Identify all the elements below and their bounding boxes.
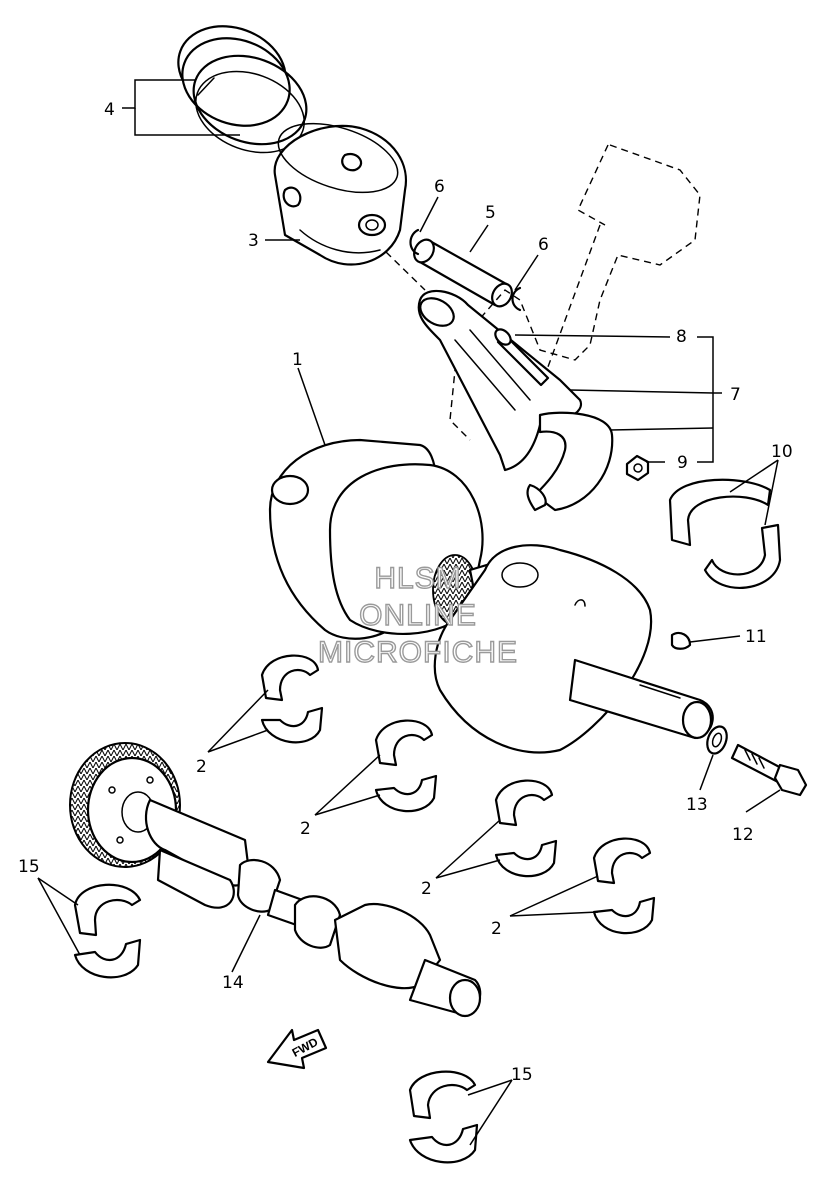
callout-7: 7 [730,385,741,405]
piston-pin-clip-left [409,228,420,256]
watermark-line-2: ONLINE [359,599,477,632]
main-bearing-pair-3 [494,779,558,878]
crankpin-bearing-pair [668,478,782,589]
callout-3: 3 [248,231,259,251]
balancer-shaft [69,742,482,1018]
callout-10: 10 [771,442,793,462]
washer [706,725,728,755]
callout-2-fourth: 2 [491,919,502,939]
main-bearing-pair-4 [592,837,656,935]
rod-nut [625,454,650,482]
watermark-line-3: MICROFICHE [318,636,518,669]
main-bearing-pair-1 [260,654,324,744]
crank-end-bolt [730,743,808,797]
balancer-bearing-pair-1 [73,883,142,979]
callout-2-first: 2 [196,757,207,777]
rod-bolt [494,328,550,387]
callout-11: 11 [745,627,767,647]
woodruff-key [670,631,692,650]
callout-4: 4 [104,100,115,120]
callout-13: 13 [686,795,708,815]
watermark-line-1: HLSM [374,562,461,595]
callout-12: 12 [732,825,754,845]
callout-14: 14 [222,973,244,993]
callout-6-upper: 6 [434,177,445,197]
watermark: HLSM ONLINE MICROFICHE [317,561,518,669]
piston-pin-clip-right [511,286,522,312]
forward-direction-arrow [266,1028,328,1070]
piston-ring-set [177,25,308,154]
callout-labels: 4 3 6 5 6 8 1 7 9 10 11 2 2 2 2 13 12 15… [18,100,793,1085]
callout-5: 5 [485,203,496,223]
callout-1: 1 [292,350,303,370]
callout-8: 8 [676,327,687,347]
piston-pin [413,238,513,308]
engine-case-ghost-outline [449,144,701,441]
callout-2-second: 2 [300,819,311,839]
callout-15-lower: 15 [511,1065,533,1085]
crankshaft [268,438,714,754]
callout-6-lower: 6 [538,235,549,255]
connecting-rod [417,289,614,512]
callout-2-third: 2 [421,879,432,899]
leader-lines [37,79,781,1146]
piston [273,122,407,266]
callout-9: 9 [677,453,688,473]
balancer-bearing-pair-2 [408,1070,479,1164]
callout-15-upper: 15 [18,857,40,877]
main-bearing-pair-2 [374,719,438,813]
